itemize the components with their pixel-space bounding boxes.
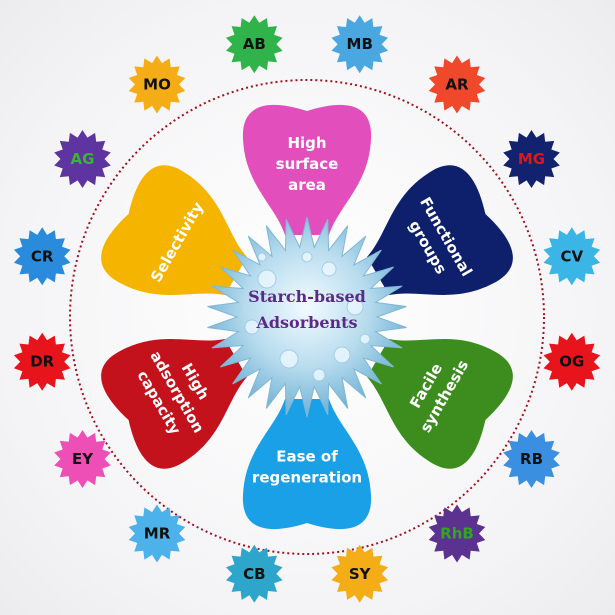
dye-label: CR	[31, 247, 54, 265]
petal-regeneration	[242, 399, 372, 530]
petal-selectivity	[101, 165, 247, 296]
center-title-line1: Starch-based	[248, 287, 366, 306]
dye-starburst	[128, 504, 186, 563]
dye-label: RB	[520, 450, 543, 468]
petal-shape	[101, 165, 247, 296]
dye-label: AG	[71, 150, 95, 168]
dye-badge-rb: RB	[503, 430, 560, 488]
dye-badge-sy: SY	[331, 544, 388, 603]
dye-badge-mr: MR	[128, 504, 186, 563]
dye-label: MO	[143, 76, 171, 94]
dye-starburst	[13, 227, 71, 286]
dye-ring: MB AR MG CV OG RB RhB SY CB MR EY DR CR AG MO AB	[13, 15, 601, 603]
dye-badge-mo: MO	[128, 55, 186, 114]
dye-label: AB	[243, 35, 266, 53]
petal-label-line: surface	[276, 155, 339, 173]
dye-starburst	[543, 332, 601, 391]
dye-label: SY	[349, 565, 372, 583]
dye-label: CB	[243, 565, 265, 583]
dye-label: RhB	[440, 525, 474, 543]
droplet	[333, 346, 351, 364]
dye-badge-mb: MB	[331, 15, 388, 74]
dye-label: MR	[144, 525, 171, 543]
dye-badge-ab: AB	[226, 15, 283, 74]
dye-starburst	[54, 430, 111, 488]
petal-shape	[367, 338, 513, 469]
petal-shape	[101, 338, 247, 469]
dye-label: CV	[560, 247, 583, 265]
dye-starburst	[428, 504, 486, 563]
droplet	[301, 251, 313, 263]
droplet	[244, 319, 260, 335]
droplet	[321, 261, 337, 277]
dye-starburst	[128, 55, 186, 114]
droplet	[359, 333, 371, 345]
petal-surface	[242, 104, 372, 235]
petal-label-line: High	[287, 134, 326, 152]
dye-badge-cr: CR	[13, 227, 71, 286]
dye-badge-ey: EY	[54, 430, 111, 488]
dye-badge-ar: AR	[428, 55, 486, 114]
dye-starburst	[503, 130, 560, 188]
dye-starburst	[331, 15, 388, 74]
dye-label: DR	[30, 353, 54, 371]
dye-starburst	[331, 544, 388, 603]
dye-badge-dr: DR	[13, 332, 71, 391]
dye-starburst	[226, 15, 283, 74]
petal-label-line: regeneration	[252, 469, 362, 487]
droplet	[279, 349, 299, 369]
petal-capacity	[101, 338, 247, 469]
petal-shape	[242, 399, 372, 530]
spiky-sphere	[207, 216, 407, 418]
droplet	[257, 269, 277, 289]
dye-badge-rhb: RhB	[428, 504, 486, 563]
petal-label-line: area	[288, 176, 326, 194]
petal-label-surface: High surface area	[276, 134, 339, 194]
dye-label: EY	[72, 450, 94, 468]
dye-label: MB	[347, 35, 373, 53]
dye-badge-cb: CB	[226, 544, 283, 603]
petal-facile	[367, 338, 513, 469]
droplet	[346, 298, 364, 316]
dye-label: OG	[559, 353, 584, 371]
dye-label: AR	[445, 76, 469, 94]
dye-starburst	[543, 227, 601, 286]
dye-starburst	[13, 332, 71, 391]
droplet	[312, 368, 326, 382]
dye-starburst	[503, 430, 560, 488]
dye-label: MG	[518, 150, 545, 168]
dye-starburst	[226, 544, 283, 603]
petal-functional	[367, 165, 513, 296]
petal-label-regeneration: Ease of regeneration	[252, 448, 362, 487]
dye-badge-ag: AG	[54, 130, 111, 188]
dotted-ring	[69, 79, 545, 555]
dye-starburst	[54, 130, 111, 188]
center-hub	[207, 216, 407, 418]
center-title-line2: Adsorbents	[255, 313, 357, 332]
dye-badge-cv: CV	[543, 227, 601, 286]
petal-label-line: Ease of	[276, 448, 338, 466]
dye-starburst	[428, 55, 486, 114]
petal-shape	[242, 104, 372, 235]
dye-badge-mg: MG	[503, 130, 560, 188]
dye-badge-og: OG	[543, 332, 601, 391]
droplet	[257, 252, 267, 262]
petal-shape	[367, 165, 513, 296]
